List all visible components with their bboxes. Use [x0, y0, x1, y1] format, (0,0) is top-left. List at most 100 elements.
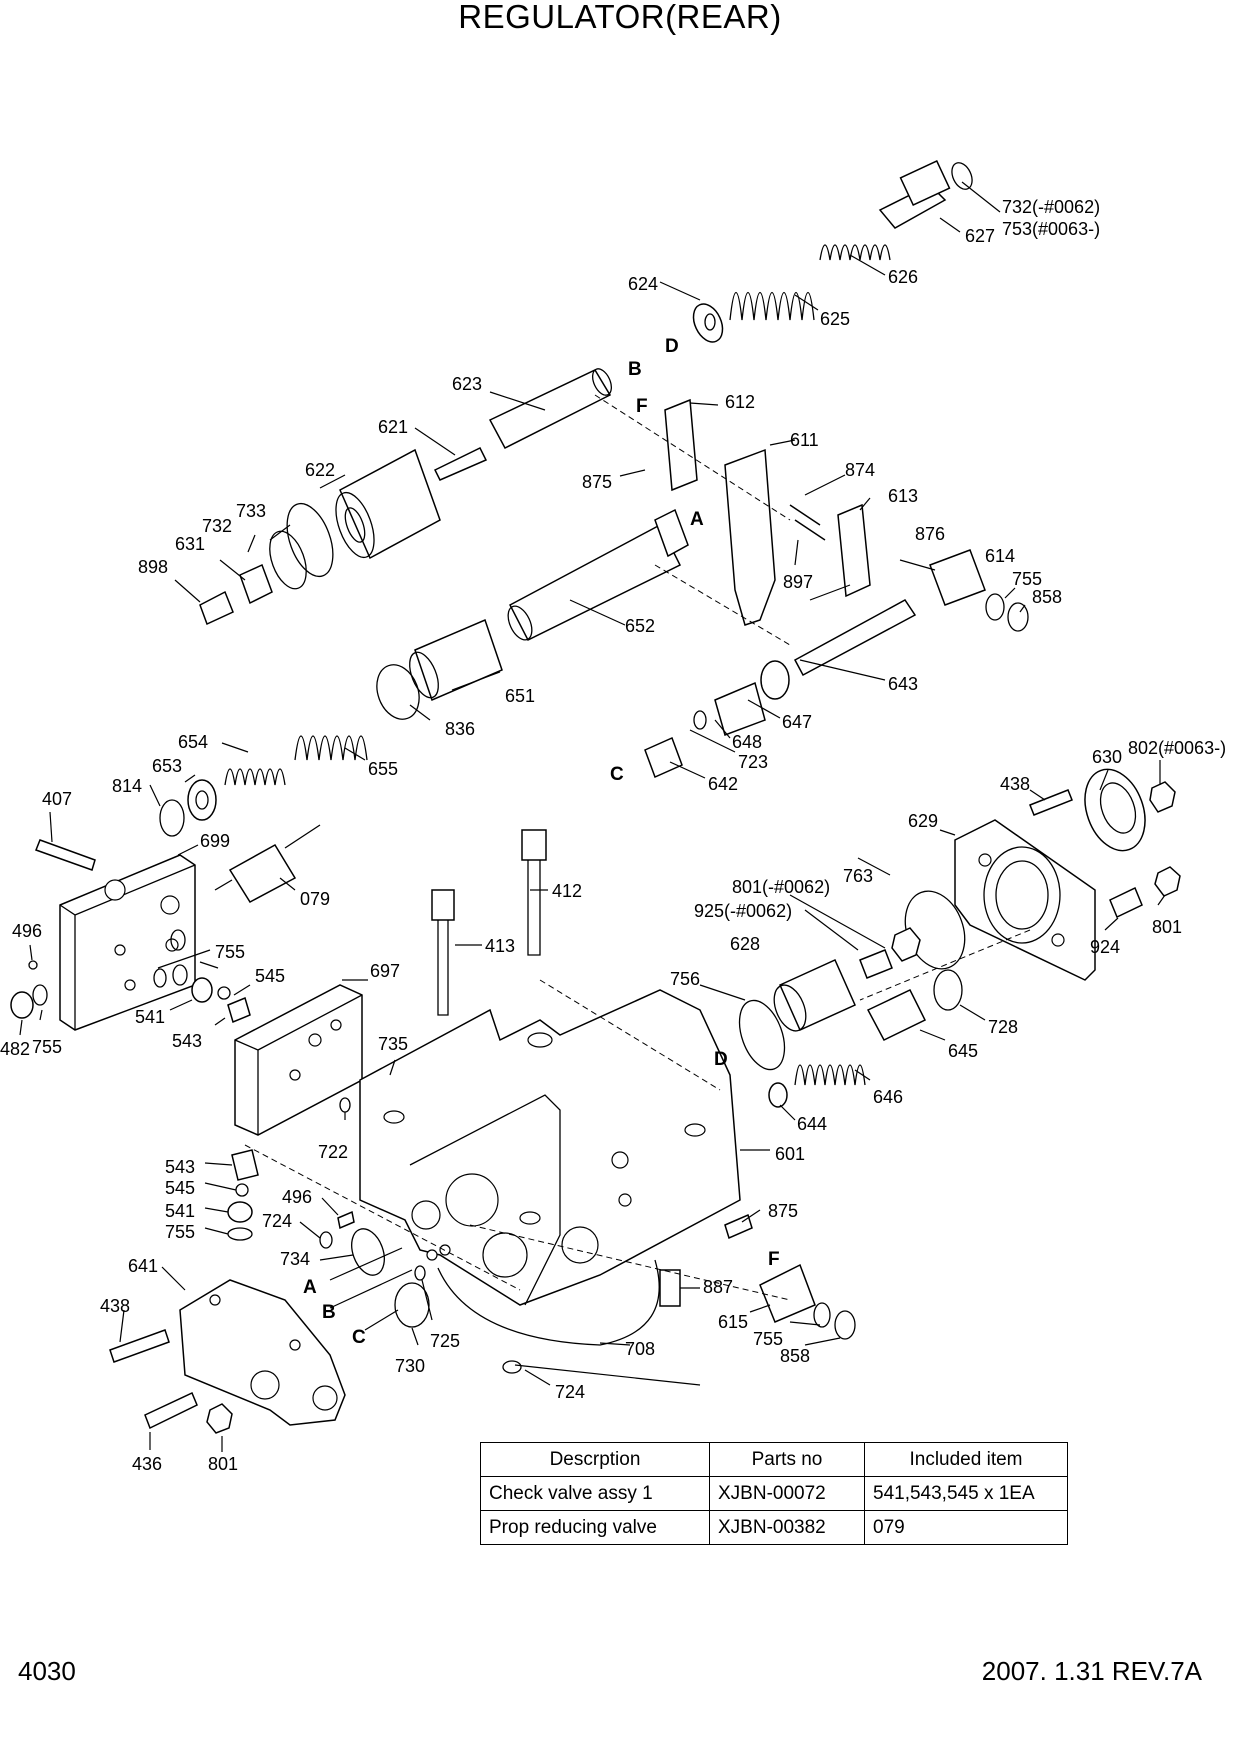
callout-642: 642 — [708, 774, 738, 794]
bolt-407 — [35, 839, 96, 871]
callout-643: 643 — [888, 674, 918, 694]
callout-755-left-a: 755 — [215, 942, 245, 962]
callout-630: 630 — [1092, 747, 1122, 767]
callout-438-left: 438 — [100, 1296, 130, 1316]
orings-734-725-730-724 — [319, 1228, 522, 1374]
assembly-guide-lines — [244, 394, 1031, 1301]
reference-letters: B D F A C D A B C F — [303, 336, 780, 1348]
cell-included-item: 079 — [864, 1510, 1068, 1545]
valve-079 — [214, 824, 321, 903]
bolt-438-right — [1029, 789, 1073, 816]
callout-407: 407 — [42, 789, 72, 809]
revision-date: 2007. 1.31 REV.7A — [981, 1656, 1202, 1686]
letter-b-upper: B — [628, 359, 642, 380]
callout-412: 412 — [552, 881, 582, 901]
callout-623: 623 — [452, 374, 482, 394]
sleeve-622 — [335, 448, 441, 560]
callout-734: 734 — [280, 1249, 310, 1269]
callout-541-mid: 541 — [165, 1201, 195, 1221]
callout-645: 645 — [948, 1041, 978, 1061]
callout-801-ref: 801(-#0062) — [732, 877, 830, 897]
table-row: Check valve assy 1 XJBN-00072 541,543,54… — [480, 1476, 1068, 1511]
table-header-row: Descrption Parts no Included item — [480, 1442, 1068, 1477]
callout-924: 924 — [1090, 937, 1120, 957]
letter-c-upper: C — [610, 764, 624, 785]
callout-925-ref: 925(-#0062) — [694, 901, 792, 921]
callout-875-upper: 875 — [582, 472, 612, 492]
callout-836: 836 — [445, 719, 475, 739]
callout-755-lower: 755 — [753, 1329, 783, 1349]
plug-898 — [199, 590, 234, 626]
callout-802-ref: 802(#0063-) — [1128, 738, 1226, 758]
piston-614 — [929, 549, 986, 606]
callout-755-mid: 755 — [165, 1222, 195, 1242]
diagram-title: REGULATOR(REAR) — [458, 0, 782, 35]
pin-887 — [659, 1269, 681, 1307]
callout-labels: 732(-#0062) 753(#0063-) 627 626 624 625 … — [0, 197, 1226, 1474]
callout-652: 652 — [625, 616, 655, 636]
cell-parts-no: XJBN-00382 — [709, 1510, 865, 1545]
callout-651: 651 — [505, 686, 535, 706]
cover-630 — [1084, 768, 1146, 852]
callout-724-mid: 724 — [262, 1211, 292, 1231]
callout-611: 611 — [790, 430, 819, 450]
callout-763: 763 — [843, 866, 873, 886]
callout-708: 708 — [625, 1339, 655, 1359]
callout-722: 722 — [318, 1142, 348, 1162]
casing-601 — [359, 989, 741, 1306]
callout-876: 876 — [915, 524, 945, 544]
pin-643 — [793, 599, 917, 677]
callout-601: 601 — [775, 1144, 805, 1164]
callout-699: 699 — [200, 831, 230, 851]
spring-626 — [819, 244, 891, 261]
cell-included-item: 541,543,545 x 1EA — [864, 1476, 1068, 1511]
callout-730: 730 — [395, 1356, 425, 1376]
callout-436: 436 — [132, 1454, 162, 1474]
callout-654: 654 — [178, 732, 208, 752]
cell-parts-no: XJBN-00072 — [709, 1476, 865, 1511]
oring-756 — [738, 999, 786, 1071]
spring-654 — [224, 768, 286, 786]
oring-732-left — [269, 530, 307, 590]
callout-413: 413 — [485, 936, 515, 956]
screw-924 — [1109, 886, 1143, 919]
callout-732: 732 — [202, 516, 232, 536]
pin-621 — [433, 446, 488, 481]
callout-647: 647 — [782, 712, 812, 732]
callout-622: 622 — [305, 460, 335, 480]
callout-723: 723 — [738, 752, 768, 772]
callout-801-right: 801 — [1152, 917, 1182, 937]
oring-708 — [437, 1259, 660, 1346]
pins-874 — [789, 504, 826, 541]
callout-482: 482 — [0, 1039, 30, 1059]
header-parts-no: Parts no — [709, 1442, 865, 1477]
callout-496-mid: 496 — [282, 1187, 312, 1207]
spring-655 — [294, 735, 368, 761]
spring-646 — [794, 1064, 866, 1086]
callout-614: 614 — [985, 546, 1015, 566]
letter-f-lower: F — [768, 1249, 780, 1270]
part-drawings — [10, 159, 1181, 1434]
callout-541-left: 541 — [135, 1007, 165, 1027]
plug-642 — [644, 736, 683, 779]
letter-d-lower: D — [714, 1049, 728, 1070]
rings-755-858-lower — [813, 1302, 856, 1340]
callout-438-right: 438 — [1000, 774, 1030, 794]
snap-ring-836 — [376, 664, 420, 720]
sleeve-651 — [409, 618, 503, 702]
callout-801-bottom: 801 — [208, 1454, 238, 1474]
callout-858-upper: 858 — [1032, 587, 1062, 607]
letter-c-lower: C — [352, 1327, 366, 1348]
pin-623 — [488, 368, 613, 449]
seat-644 — [768, 1082, 788, 1108]
letter-d-upper: D — [665, 336, 679, 357]
callout-735: 735 — [378, 1034, 408, 1054]
letter-a-lower: A — [303, 1277, 317, 1298]
callout-641: 641 — [128, 1256, 158, 1276]
callout-612: 612 — [725, 392, 755, 412]
callout-874: 874 — [845, 460, 875, 480]
ring-755-858-upper — [985, 593, 1029, 632]
cell-description: Check valve assy 1 — [480, 1476, 710, 1511]
letter-b-lower: B — [322, 1302, 336, 1323]
